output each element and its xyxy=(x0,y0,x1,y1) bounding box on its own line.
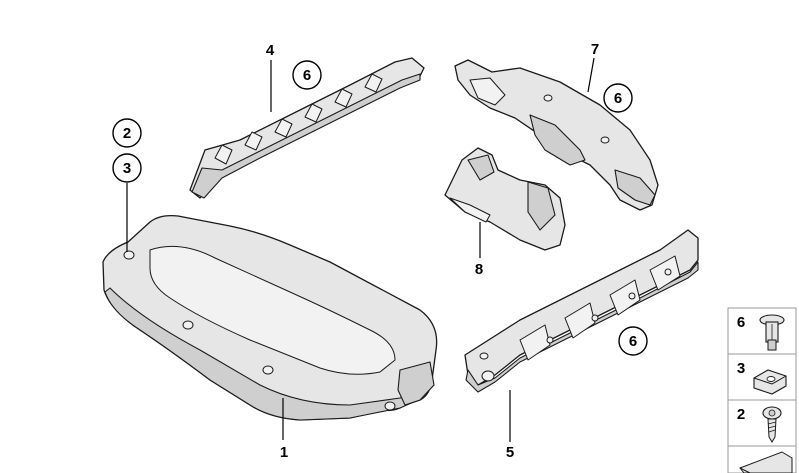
svg-text:6: 6 xyxy=(629,333,637,350)
part-4-ribbed-strip xyxy=(189,57,425,199)
circled-callout-6-right: 6 xyxy=(603,83,633,113)
svg-text:2: 2 xyxy=(123,125,131,142)
leader-7 xyxy=(587,57,595,93)
circled-callout-2: 2 xyxy=(112,118,142,148)
callout-1: 1 xyxy=(280,444,288,461)
part-5-mounting-rail xyxy=(464,229,699,393)
callout-5: 5 xyxy=(506,444,514,461)
circled-callout-6-top: 6 xyxy=(292,60,322,90)
legend-label-3: 3 xyxy=(737,360,745,377)
svg-text:3: 3 xyxy=(123,160,131,177)
legend-item-push-rivet xyxy=(727,307,797,355)
clip-nut-icon xyxy=(753,369,787,395)
callout-7: 7 xyxy=(591,41,599,58)
svg-text:6: 6 xyxy=(303,67,311,84)
screw-icon xyxy=(762,406,782,443)
legend-label-2: 2 xyxy=(737,406,745,423)
circled-callout-6-bottom: 6 xyxy=(618,326,648,356)
part-8-shield xyxy=(444,147,566,251)
circled-callout-3: 3 xyxy=(112,153,142,183)
strip-icon xyxy=(739,451,793,473)
part-1-cover-panel xyxy=(102,214,438,421)
callout-8: 8 xyxy=(475,261,483,278)
callout-4: 4 xyxy=(266,42,275,59)
legend-label-6: 6 xyxy=(737,314,745,331)
fastener-legend: 6 3 2 xyxy=(727,307,797,473)
part-7-bracket xyxy=(454,59,659,211)
push-rivet-icon xyxy=(759,314,785,351)
svg-text:6: 6 xyxy=(614,90,622,107)
